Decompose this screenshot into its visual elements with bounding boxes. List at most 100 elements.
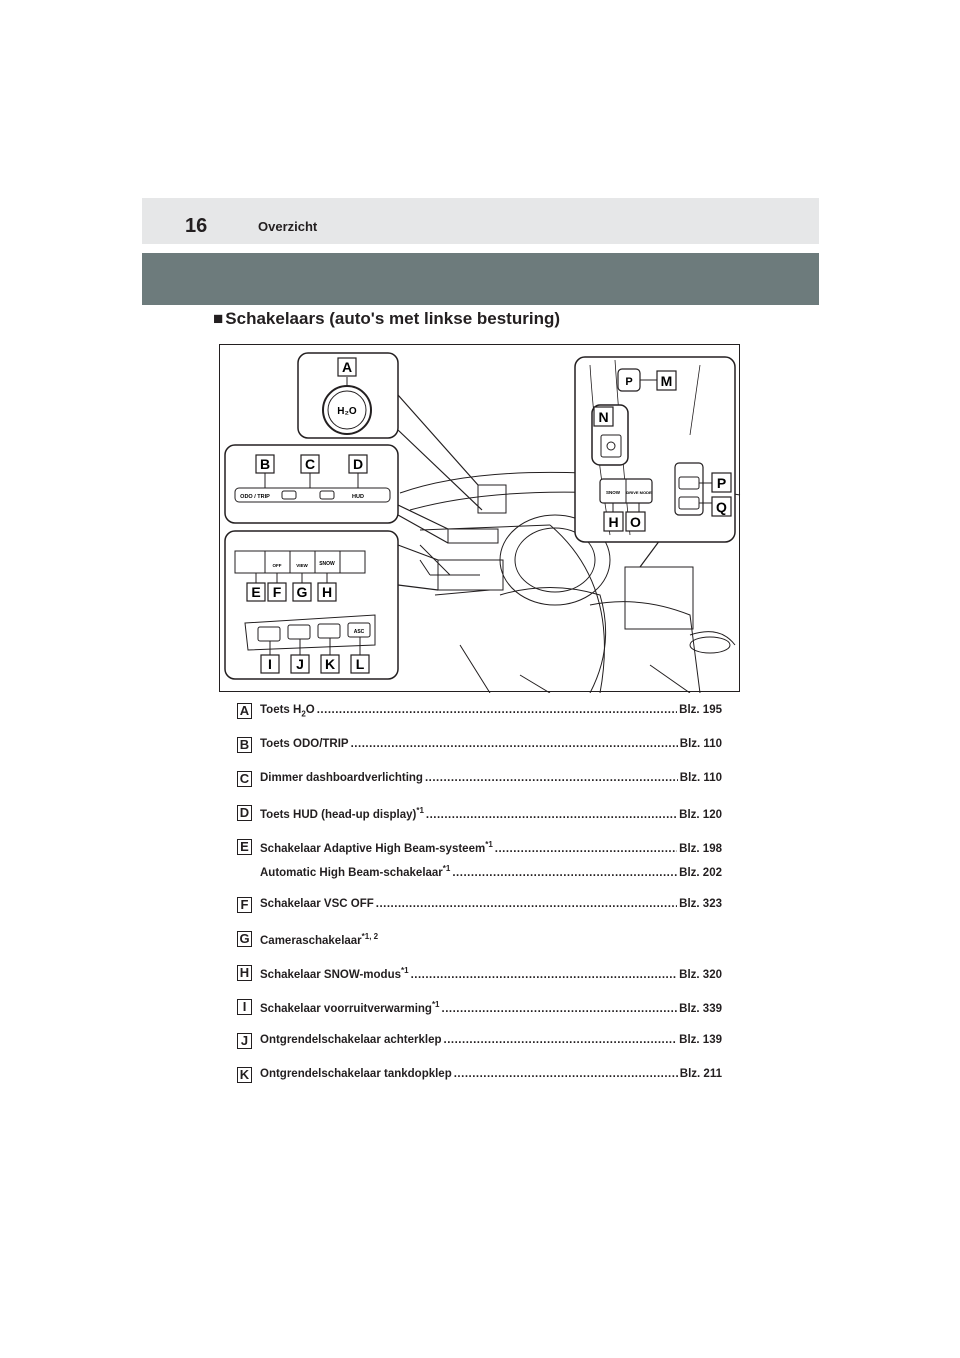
legend-page-reference[interactable]: Blz. 339 (679, 1002, 722, 1015)
snow-panel-button-label: SNOW (319, 561, 335, 567)
legend-row: G Cameraschakelaar*1, 2 (237, 929, 722, 953)
legend-page-reference[interactable]: Blz. 198 (679, 842, 722, 855)
page-number: 16 (185, 215, 208, 237)
vsc-off-button-label: OFF (273, 563, 282, 568)
callout-panel-efghijkl: OFF VIEW SNOW E F G H ASC (224, 530, 399, 680)
leader-dots (442, 1003, 678, 1015)
legend-entry: Schakelaar voorruitverwarming*1 Blz. 339 (260, 1000, 722, 1015)
legend-entry-subscript: 2 (301, 709, 306, 719)
legend-entry: Schakelaar VSC OFF Blz. 323 (260, 898, 722, 910)
legend-row: K Ontgrendelschakelaar tankdopklep Blz. 21… (237, 1065, 722, 1089)
callout-o: O (630, 514, 641, 530)
legend-entry: Toets HUD (head-up display)*1 Blz. 120 (260, 806, 722, 821)
legend-entry-text: Schakelaar Adaptive High Beam-systeem (260, 842, 486, 855)
callout-panel-a: H₂O A (297, 352, 399, 439)
legend-entry-text: Schakelaar voorruitverwarming (260, 1002, 432, 1015)
legend-letter-badge: I (237, 999, 252, 1015)
legend-entry-text: Dimmer dashboardverlichting (260, 772, 423, 784)
legend-entry-label: Toets HUD (head-up display)*1 (260, 806, 424, 821)
callout-j: J (296, 656, 304, 672)
callout-c: C (305, 456, 315, 472)
legend-page-reference[interactable]: Blz. 110 (679, 772, 722, 784)
legend-entry-text-after: O (305, 704, 315, 716)
legend-letter-badge: C (237, 771, 252, 787)
legend-page-reference[interactable]: Blz. 120 (679, 808, 722, 821)
leader-dots (444, 1034, 678, 1046)
legend-entry-text: Ontgrendelschakelaar tankdopklep (260, 1068, 452, 1080)
callout-lines (397, 394, 661, 591)
legend-row: I Schakelaar voorruitverwarming*1 Blz. 339 (237, 997, 722, 1021)
legend-entry-footnote: *1 (442, 864, 451, 873)
callout-panel-bcd: ODO / TRIP HUD B C D (224, 444, 399, 524)
legend-page-reference[interactable]: Blz. 323 (679, 898, 722, 910)
legend-entry: Schakelaar Adaptive High Beam-systeem*1B… (260, 840, 722, 855)
switches-illustration: H₂O A ODO / TRIP HUD B C D (219, 344, 741, 693)
snow-console-button-label: SNOW (606, 490, 621, 495)
legend-entry-label: Schakelaar VSC OFF (260, 898, 374, 910)
legend-entry-label: Toets ODO/TRIP (260, 738, 349, 750)
legend-letter-badge: J (237, 1033, 252, 1049)
callout-h-console: H (608, 514, 618, 530)
callout-k: K (325, 656, 335, 672)
legend-entry: Cameraschakelaar*1, 2 (260, 932, 722, 947)
legend-page-reference[interactable]: Blz. 110 (679, 738, 722, 750)
callout-panel-console: P M N SNOW DRIVE MODE H O P (574, 356, 736, 543)
odo-trip-button-label: ODO / TRIP (240, 494, 270, 500)
leader-dots (425, 772, 678, 784)
page-header-bar (142, 198, 819, 244)
asc-button-label: ASC (354, 629, 365, 635)
legend-entry-label: Ontgrendelschakelaar tankdopklep (260, 1068, 452, 1080)
leader-dots (426, 809, 677, 821)
legend-letter-badge: G (237, 931, 252, 947)
parking-button-label: P (625, 376, 632, 388)
callout-n: N (598, 409, 608, 425)
hud-button-label: HUD (352, 494, 364, 500)
callout-i: I (268, 656, 272, 672)
legend-page-reference[interactable]: Blz. 139 (679, 1034, 722, 1046)
legend-entry: Toets ODO/TRIP Blz. 110 (260, 738, 722, 750)
subsection-title: Schakelaars (auto's met linkse besturing… (225, 309, 560, 328)
legend-entry: Ontgrendelschakelaar achterklep Blz. 139 (260, 1034, 722, 1046)
leader-dots (452, 867, 677, 879)
callout-h: H (322, 584, 332, 600)
h2o-button-label: H₂O (337, 406, 357, 417)
legend-letter-badge: B (237, 737, 252, 753)
chapter-band (142, 253, 819, 305)
drive-mode-button-label: DRIVE MODE (626, 490, 652, 495)
legend-entry: Ontgrendelschakelaar tankdopklep Blz. 211 (260, 1068, 722, 1080)
callout-a: A (342, 359, 352, 375)
cabin-outline (399, 471, 741, 693)
legend-page-reference[interactable]: Blz. 202 (679, 866, 722, 879)
legend-row: J Ontgrendelschakelaar achterklep Blz. 139 (237, 1031, 722, 1055)
legend-entry: Schakelaar SNOW-modus*1 Blz. 320 (260, 966, 722, 981)
legend-entry-label: Dimmer dashboardverlichting (260, 772, 423, 784)
legend-entry-text: Toets H (260, 704, 302, 716)
legend-entry-label: Cameraschakelaar*1, 2 (260, 932, 378, 947)
legend-page-reference[interactable]: Blz. 195 (679, 704, 722, 716)
view-button-label: VIEW (296, 563, 308, 568)
legend-entry-label: Schakelaar SNOW-modus*1 (260, 966, 409, 981)
legend-entry-text: Schakelaar VSC OFF (260, 898, 374, 910)
legend-page-reference[interactable]: Blz. 320 (679, 968, 722, 981)
legend-page-reference[interactable]: Blz. 211 (679, 1068, 722, 1080)
leader-dots (376, 898, 677, 910)
subsection-heading: ■Schakelaars (auto's met linkse besturin… (213, 309, 560, 329)
callout-q: Q (716, 499, 727, 515)
legend-entry: Toets H2O Blz. 195 (260, 704, 722, 718)
legend-letter-badge: K (237, 1067, 252, 1083)
legend-entry-text: Automatic High Beam-schakelaar (260, 866, 443, 879)
legend-row: E Schakelaar Adaptive High Beam-systeem*1… (237, 837, 722, 861)
callout-l: L (356, 656, 365, 672)
legend-entry-text: Ontgrendelschakelaar achterklep (260, 1034, 442, 1046)
callout-f: F (273, 584, 282, 600)
legend-letter-badge: E (237, 839, 252, 855)
legend-entry-footnote: *1 (431, 1000, 440, 1009)
legend-entry-text: Toets ODO/TRIP (260, 738, 349, 750)
callout-m: M (661, 373, 673, 389)
section-title: Overzicht (258, 219, 318, 234)
legend-entry-label: Ontgrendelschakelaar achterklep (260, 1034, 442, 1046)
legend-entry-label: Toets H2O (260, 704, 315, 718)
